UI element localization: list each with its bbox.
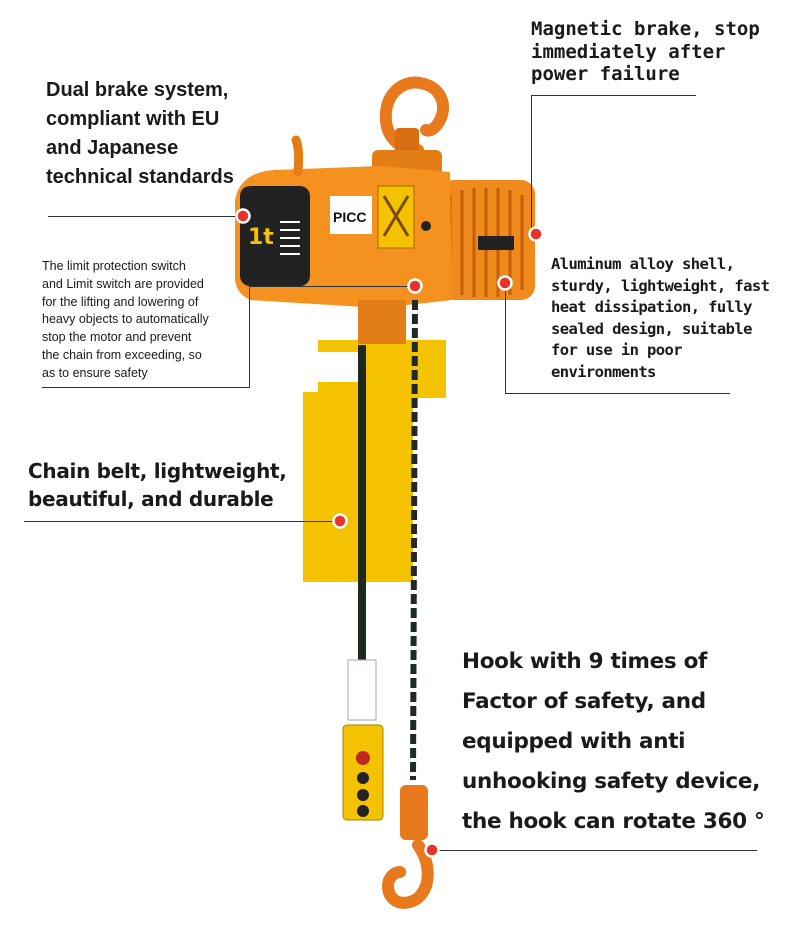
callout-dot-icon bbox=[235, 208, 251, 224]
load-chain bbox=[410, 299, 418, 781]
callout-line-limit-top bbox=[249, 286, 415, 287]
callout-line-alu-h bbox=[505, 393, 730, 394]
callout-dot-icon bbox=[528, 226, 544, 242]
callout-line-brake-h bbox=[531, 95, 696, 96]
callout-line-limit-h bbox=[42, 387, 250, 388]
main-body: 1t PICC bbox=[234, 135, 452, 308]
limit-switch-callout: The limit protection switch and Limit sw… bbox=[42, 259, 209, 380]
callout-line-hook bbox=[432, 850, 757, 851]
pendant-control bbox=[342, 724, 384, 821]
hook-callout: Hook with 9 times of Factor of safety, a… bbox=[462, 649, 765, 834]
bottom-hook bbox=[381, 785, 434, 909]
callout-dot-icon bbox=[424, 842, 440, 858]
aluminum-shell-callout: Aluminum alloy shell, sturdy, lightweigh… bbox=[551, 255, 770, 381]
callout-line-chain bbox=[24, 521, 340, 522]
callout-line-limit-v bbox=[249, 286, 250, 387]
callout-dot-icon bbox=[407, 278, 423, 294]
chain-belt-callout: Chain belt, lightweight, beautiful, and … bbox=[28, 459, 287, 511]
callout-line-brake-v bbox=[531, 95, 532, 235]
callout-line-dual bbox=[48, 216, 243, 217]
callout-dot-icon bbox=[497, 275, 513, 291]
capacity-label: 1t bbox=[248, 225, 274, 250]
magnetic-brake-callout: Magnetic brake, stop immediately after p… bbox=[531, 18, 760, 85]
callout-dot-icon bbox=[332, 513, 348, 529]
dual-brake-callout: Dual brake system, compliant with EU and… bbox=[46, 79, 234, 188]
brand-badge: PICC bbox=[333, 209, 366, 225]
callout-line-alu-v bbox=[505, 283, 506, 393]
